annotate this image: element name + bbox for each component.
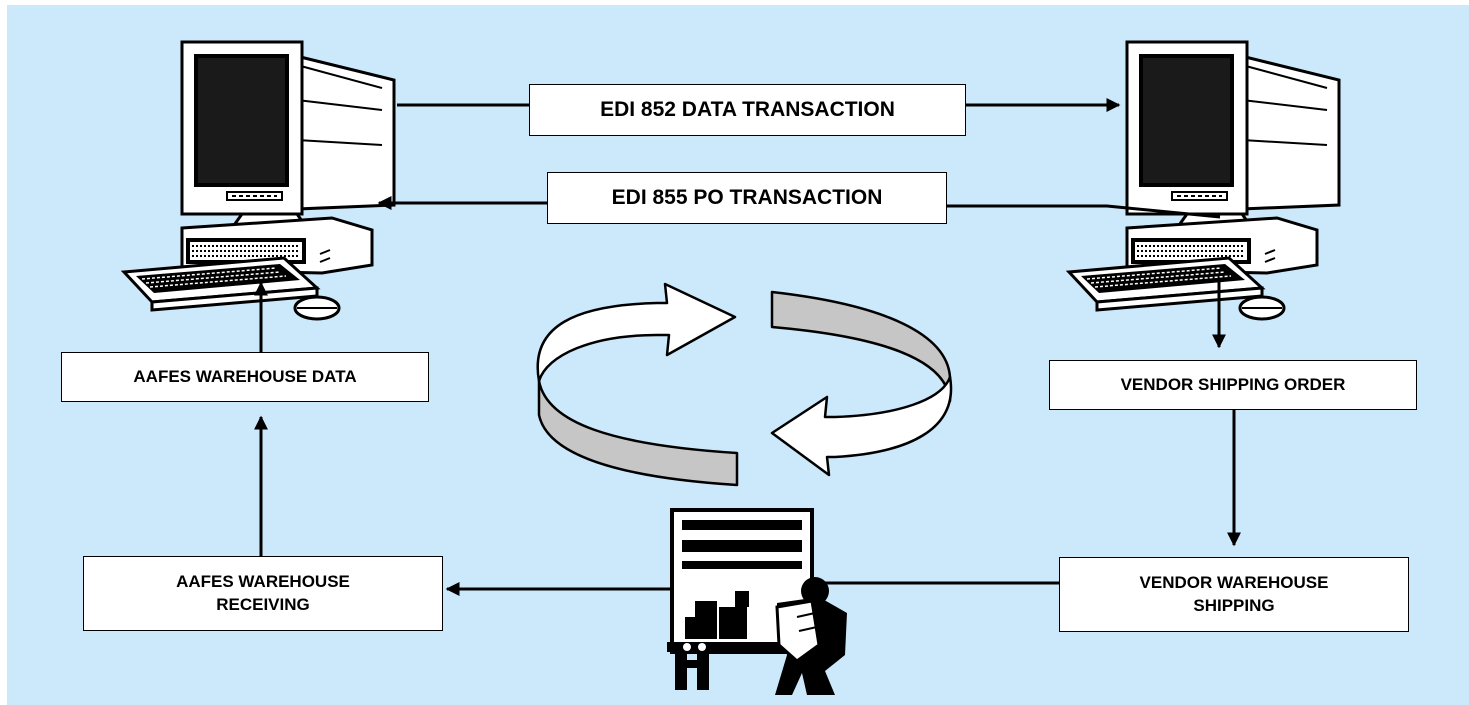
edi-852-data-transaction-label: EDI 852 DATA TRANSACTION: [529, 84, 966, 136]
cycle-arrows-icon: [536, 282, 953, 487]
vendor-shipping-order-label: VENDOR SHIPPING ORDER: [1049, 360, 1417, 410]
warehouse-worker-icon: [667, 508, 847, 695]
right-computer-icon: [1067, 40, 1341, 321]
aafes-warehouse-receiving-label: AAFES WAREHOUSE RECEIVING: [83, 556, 443, 631]
edi-855-po-transaction-label: EDI 855 PO TRANSACTION: [547, 172, 947, 224]
flow-diagram: [122, 40, 1341, 695]
left-computer-icon: [122, 40, 396, 321]
edi-855-line-right: [947, 204, 1221, 219]
diagram-canvas: EDI 852 DATA TRANSACTION EDI 855 PO TRAN…: [7, 5, 1469, 705]
vendor-warehouse-shipping-label: VENDOR WAREHOUSE SHIPPING: [1059, 557, 1409, 632]
aafes-warehouse-data-label: AAFES WAREHOUSE DATA: [61, 352, 429, 402]
